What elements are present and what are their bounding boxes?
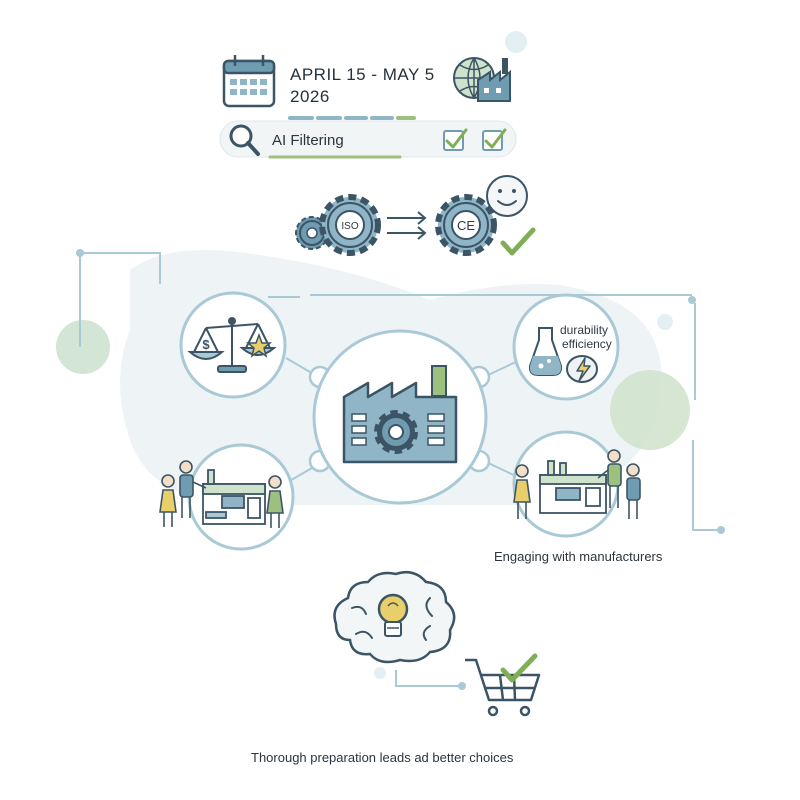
- decor-dot: [505, 31, 527, 53]
- lightbulb-icon: [377, 593, 409, 637]
- person-icon: [626, 463, 641, 519]
- dollar-icon: $: [202, 337, 210, 352]
- person-icon: [513, 464, 531, 519]
- lightning-icon: [566, 355, 598, 383]
- criteria-node: [512, 293, 620, 401]
- criteria-durability-label: durability: [560, 323, 609, 337]
- person-icon: [597, 449, 622, 508]
- filter-bar: [219, 120, 517, 158]
- arrow-icon: [387, 211, 427, 240]
- ce-label: CE: [457, 218, 475, 233]
- machine-icon: [202, 469, 266, 525]
- gear-icon: [319, 194, 381, 256]
- machine-icon: [539, 460, 607, 514]
- checkbox-icon: [443, 128, 468, 151]
- scale-icon: [187, 317, 277, 373]
- star-icon: [245, 332, 273, 358]
- person-icon: [179, 460, 207, 518]
- gear-icon: [295, 216, 329, 250]
- person-icon: [159, 474, 177, 527]
- decor-dot: [657, 314, 673, 330]
- person-icon: [266, 475, 284, 528]
- date-card: [219, 55, 517, 159]
- standards-row: ISO CE: [295, 175, 536, 256]
- engaging-caption: Engaging with manufacturers: [494, 549, 663, 564]
- date-range-line-1: APRIL 15 - MAY 5: [290, 65, 435, 84]
- flask-icon: [528, 327, 563, 376]
- gear-icon: [435, 194, 497, 256]
- meeting-node-left: [159, 443, 295, 551]
- date-range-line-2: 2026: [290, 87, 330, 106]
- connector-lines: [79, 252, 721, 687]
- magnifier-icon: [229, 124, 260, 156]
- decor-circle-right: [610, 370, 690, 450]
- meeting-node-right: [512, 430, 641, 538]
- globe-factory-icon: [453, 57, 511, 102]
- smiley-icon: [486, 175, 528, 217]
- criteria-efficiency-label: efficiency: [562, 337, 612, 351]
- checkbox-icon: [482, 128, 507, 151]
- central-factory-node: [312, 329, 488, 505]
- checkmark-icon: [500, 653, 538, 683]
- scale-node: $: [179, 291, 287, 399]
- factory-icon: [342, 365, 458, 464]
- checkmark-icon: [500, 227, 536, 256]
- decor-dot: [374, 667, 386, 679]
- shopping-cart-icon: [465, 658, 541, 717]
- conclusion-caption: Thorough preparation leads ad better cho…: [251, 750, 514, 765]
- ai-filtering-label: AI Filtering: [272, 132, 344, 149]
- iso-label: ISO: [341, 221, 358, 232]
- decor-circle-left: [56, 320, 110, 374]
- calendar-icon: [222, 55, 276, 108]
- brain-node: [333, 571, 456, 664]
- connector-dots: [76, 249, 725, 690]
